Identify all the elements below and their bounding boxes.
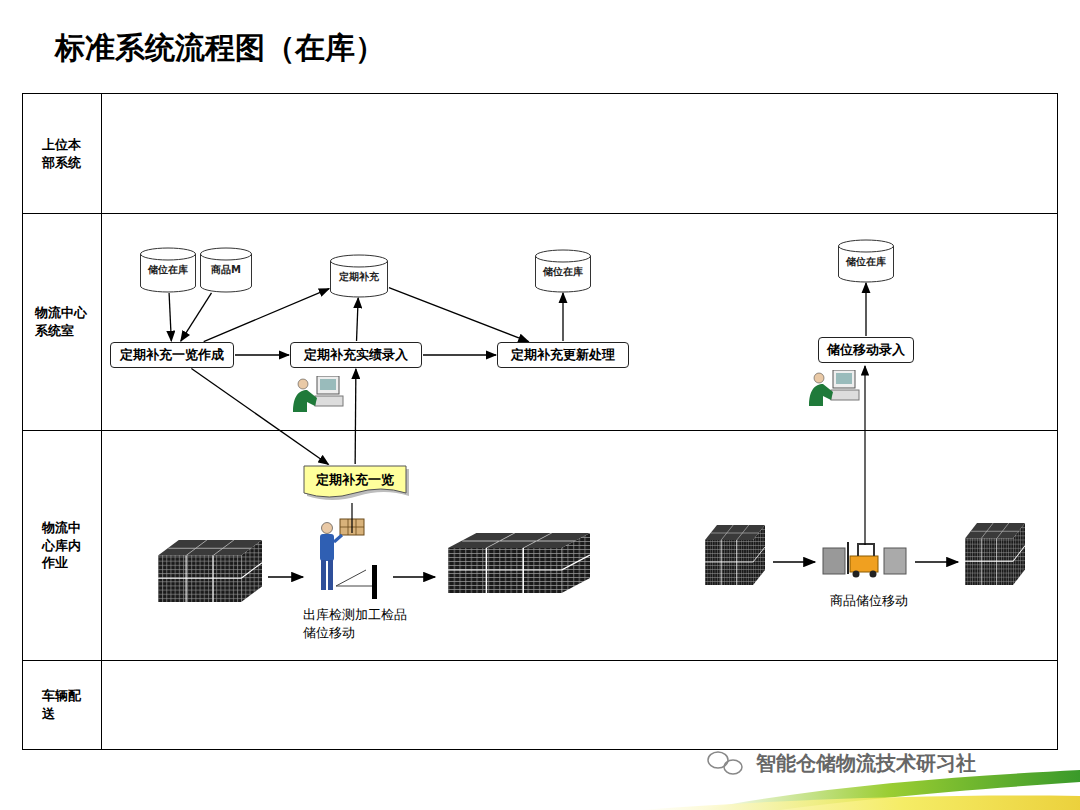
flow-arrow — [393, 576, 435, 578]
cylinder-body — [201, 248, 252, 292]
cylinder-body — [536, 250, 591, 292]
node-text: 储位移动录入 — [827, 341, 905, 359]
flow-arrow — [915, 561, 958, 563]
watermark: 智能仓储物流技术研习社 — [756, 750, 1056, 777]
wechat-icon — [708, 752, 742, 774]
page-title: 标准系统流程图（在库） — [55, 28, 385, 69]
cylinder-rim — [141, 254, 196, 260]
node-text: 储位在库 — [846, 255, 886, 282]
database-cylinder: 储位在库 — [838, 240, 894, 282]
flow-arrow — [268, 576, 303, 578]
cylinder-body — [331, 255, 388, 297]
lane-header-cell: 上位本部系统 — [23, 94, 102, 213]
lane-label: 车辆配送 — [42, 687, 83, 722]
goods-stack — [158, 540, 262, 602]
lane-header-cell: 车辆配送 — [23, 661, 102, 749]
flow-connector — [204, 289, 329, 342]
lane-header-cell: 物流中心系统室 — [23, 214, 102, 430]
swimlane: 物流中心库内作业 定期补充一览 — [22, 430, 1058, 661]
flow-connector — [357, 298, 359, 341]
node-text: 定期补充实绩录入 — [304, 346, 408, 364]
lane-label: 物流中心系统室 — [35, 304, 89, 339]
swimlane: 物流中心系统室储位在库商品M定期补充储位在库储位在库定期补充一览作成定期补充实绩… — [22, 213, 1058, 431]
leader-arrow — [864, 366, 865, 545]
process-caption: 出库检测加工检品 储位移动 — [303, 606, 415, 642]
flow-connector — [169, 293, 171, 341]
node-text: 定期补充更新处理 — [511, 346, 615, 364]
database-cylinder: 储位在库 — [535, 250, 591, 292]
swimlane: 上位本部系统 — [22, 93, 1058, 214]
document-body — [304, 466, 406, 497]
flow-connector — [865, 283, 866, 336]
lane-label: 物流中心库内作业 — [42, 519, 83, 572]
flow-connector — [562, 293, 563, 341]
node-text: 定期补充 — [339, 270, 379, 297]
operator-icon — [809, 370, 859, 406]
flow-arrow — [773, 561, 815, 563]
database-cylinder: 储位在库 — [140, 248, 196, 292]
process-box: 定期补充实绩录入 — [290, 342, 422, 368]
flow-connector — [354, 369, 356, 464]
leader-line — [351, 503, 352, 533]
swimlane: 车辆配送 — [22, 660, 1058, 750]
process-box: 定期补充一览作成 — [110, 342, 234, 368]
node-text: 储位在库 — [543, 265, 583, 292]
flow-connector — [181, 293, 212, 341]
database-cylinder: 定期补充 — [330, 255, 388, 297]
document-shape: 定期补充一览 — [303, 465, 407, 501]
cylinder-rim — [331, 261, 388, 267]
process-box: 定期补充更新处理 — [497, 342, 629, 368]
cylinder-body — [839, 240, 894, 282]
cylinder-rim — [536, 256, 591, 262]
lane-label: 上位本部系统 — [42, 136, 83, 171]
cylinder-rim — [839, 246, 894, 252]
goods-stack — [965, 523, 1025, 585]
process-box: 储位移动录入 — [818, 337, 914, 363]
flow-connector — [235, 354, 289, 355]
flow-connector — [191, 369, 328, 465]
operator-icon — [293, 376, 343, 412]
goods-stack — [448, 533, 590, 593]
node-text: 商品M — [211, 263, 241, 292]
node-text: 储位在库 — [148, 263, 188, 292]
flow-connector — [423, 354, 496, 355]
goods-stack — [705, 525, 765, 585]
worker-figure — [320, 519, 377, 599]
lane-header-cell: 物流中心库内作业 — [23, 431, 102, 660]
decor-swoosh — [640, 796, 1080, 810]
flow-connector — [389, 288, 529, 342]
cylinder-body — [141, 248, 196, 292]
node-text: 定期补充一览 — [316, 471, 394, 489]
forklift-figure — [823, 542, 906, 578]
node-text: 定期补充一览作成 — [120, 346, 224, 364]
database-cylinder: 商品M — [200, 248, 252, 292]
process-caption: 商品储位移动 — [830, 592, 930, 610]
cylinder-rim — [201, 254, 252, 260]
